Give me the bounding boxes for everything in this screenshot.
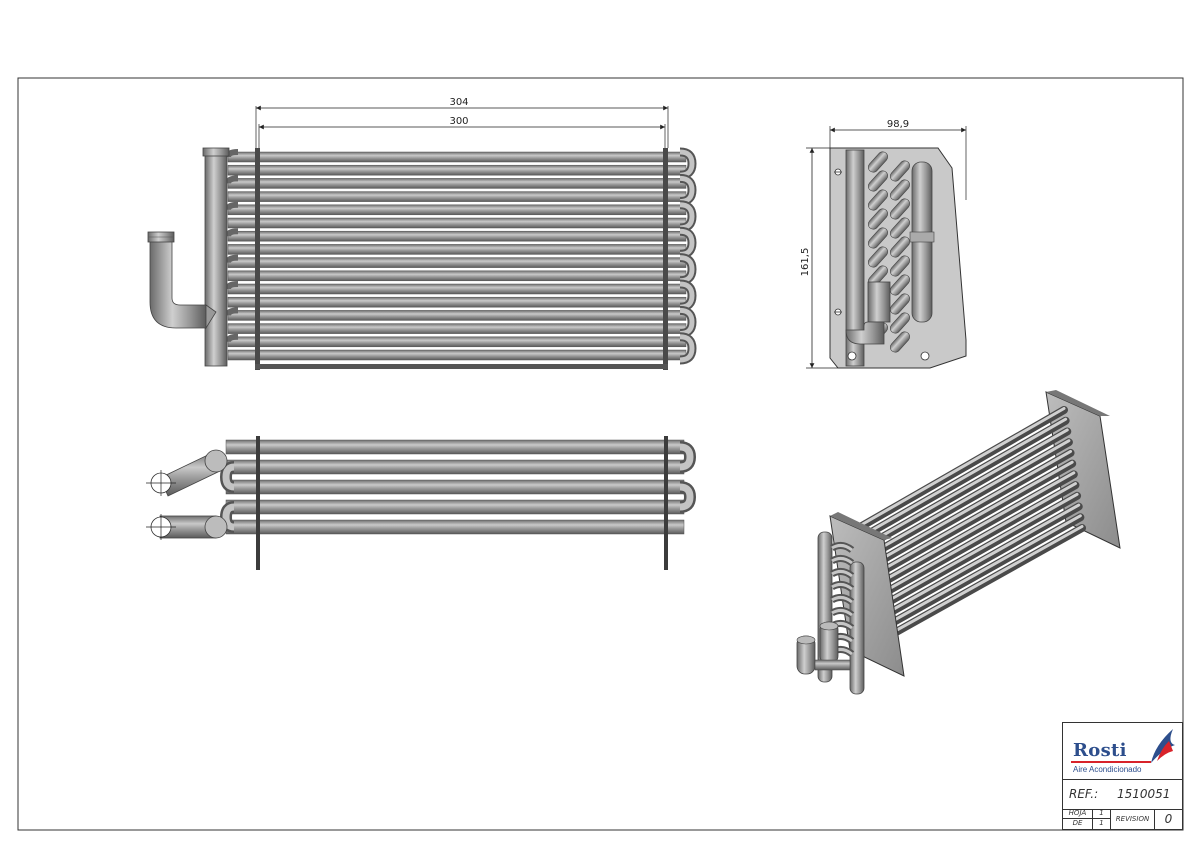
sheet-info-row: HOJA 1 DE 1 REVISION 0 — [1063, 809, 1182, 829]
front-view: 304 300 — [147, 97, 697, 370]
side-tube-end — [868, 170, 888, 192]
top-tube — [225, 439, 685, 455]
side-tube-end — [890, 274, 910, 296]
side-tube-end — [890, 331, 910, 353]
side-header-left — [845, 149, 865, 367]
dim-core-length: 300 — [449, 116, 468, 127]
top-tube — [225, 499, 685, 515]
side-tube-end — [868, 151, 888, 173]
side-tube-end — [868, 189, 888, 211]
front-tube — [227, 164, 687, 176]
ref-value: 1510051 — [1117, 787, 1171, 801]
side-view: 98,9 161,5 — [800, 119, 967, 369]
front-tube — [227, 178, 687, 189]
front-inlet-elbow — [149, 239, 207, 329]
side-tube-end — [890, 293, 910, 315]
side-tube-end — [890, 255, 910, 277]
front-tube-bank — [225, 147, 697, 365]
top-tube — [225, 459, 685, 475]
ref-label: REF.: — [1069, 787, 1099, 801]
dim-height: 161,5 — [800, 248, 811, 277]
front-tube — [227, 244, 687, 255]
front-tube — [227, 349, 687, 361]
side-tube-end — [890, 217, 910, 239]
brand-swoosh-icon — [1151, 729, 1175, 763]
side-tube-end — [890, 236, 910, 258]
side-tube-end — [868, 246, 888, 268]
front-header-pipe — [204, 149, 228, 367]
top-tube — [225, 479, 685, 495]
iso-tube-bank — [844, 406, 1086, 654]
iso-header-right — [849, 561, 865, 695]
front-tube — [227, 283, 687, 295]
sheet-border — [17, 77, 1184, 831]
title-block: Rosti Aire Acondicionado REF.: 1510051 H… — [1062, 722, 1183, 830]
de-value: 1 — [1093, 819, 1111, 829]
front-tube — [227, 310, 687, 321]
front-end-plate-left — [255, 148, 260, 370]
front-tube — [227, 217, 687, 229]
side-tube-end — [890, 198, 910, 220]
revision-value: 0 — [1164, 812, 1173, 826]
side-tube-end — [868, 227, 888, 249]
side-tube-end — [868, 208, 888, 230]
front-tube — [227, 336, 687, 348]
top-tube-bank — [219, 439, 697, 535]
top-view — [146, 436, 697, 570]
front-end-plate-right — [663, 148, 668, 370]
front-tube — [227, 296, 687, 308]
brand-logo: Rosti Aire Acondicionado — [1063, 723, 1182, 780]
brand-underline — [1071, 761, 1151, 763]
top-tube — [225, 519, 685, 535]
front-tube — [227, 257, 687, 268]
revision-label: REVISION — [1111, 809, 1155, 829]
reference-row: REF.: 1510051 — [1063, 779, 1182, 810]
top-end-plate-right — [664, 436, 668, 570]
hoja-value: 1 — [1093, 809, 1111, 819]
front-tube — [227, 270, 687, 282]
front-tube — [227, 230, 687, 242]
dim-depth: 98,9 — [887, 119, 909, 130]
hoja-label: HOJA — [1063, 809, 1093, 819]
front-tube — [227, 151, 687, 163]
front-tube — [227, 191, 687, 202]
side-tube-end — [890, 160, 910, 182]
de-label: DE — [1063, 819, 1093, 829]
top-end-plate-left — [256, 436, 260, 570]
brand-tagline: Aire Acondicionado — [1073, 765, 1142, 774]
isometric-view — [796, 390, 1121, 695]
side-tube-end — [890, 312, 910, 334]
front-tube — [227, 204, 687, 216]
dim-overall-length: 304 — [449, 97, 468, 108]
front-tube — [227, 323, 687, 334]
side-tube-end — [890, 179, 910, 201]
brand-name: Rosti — [1073, 740, 1127, 761]
